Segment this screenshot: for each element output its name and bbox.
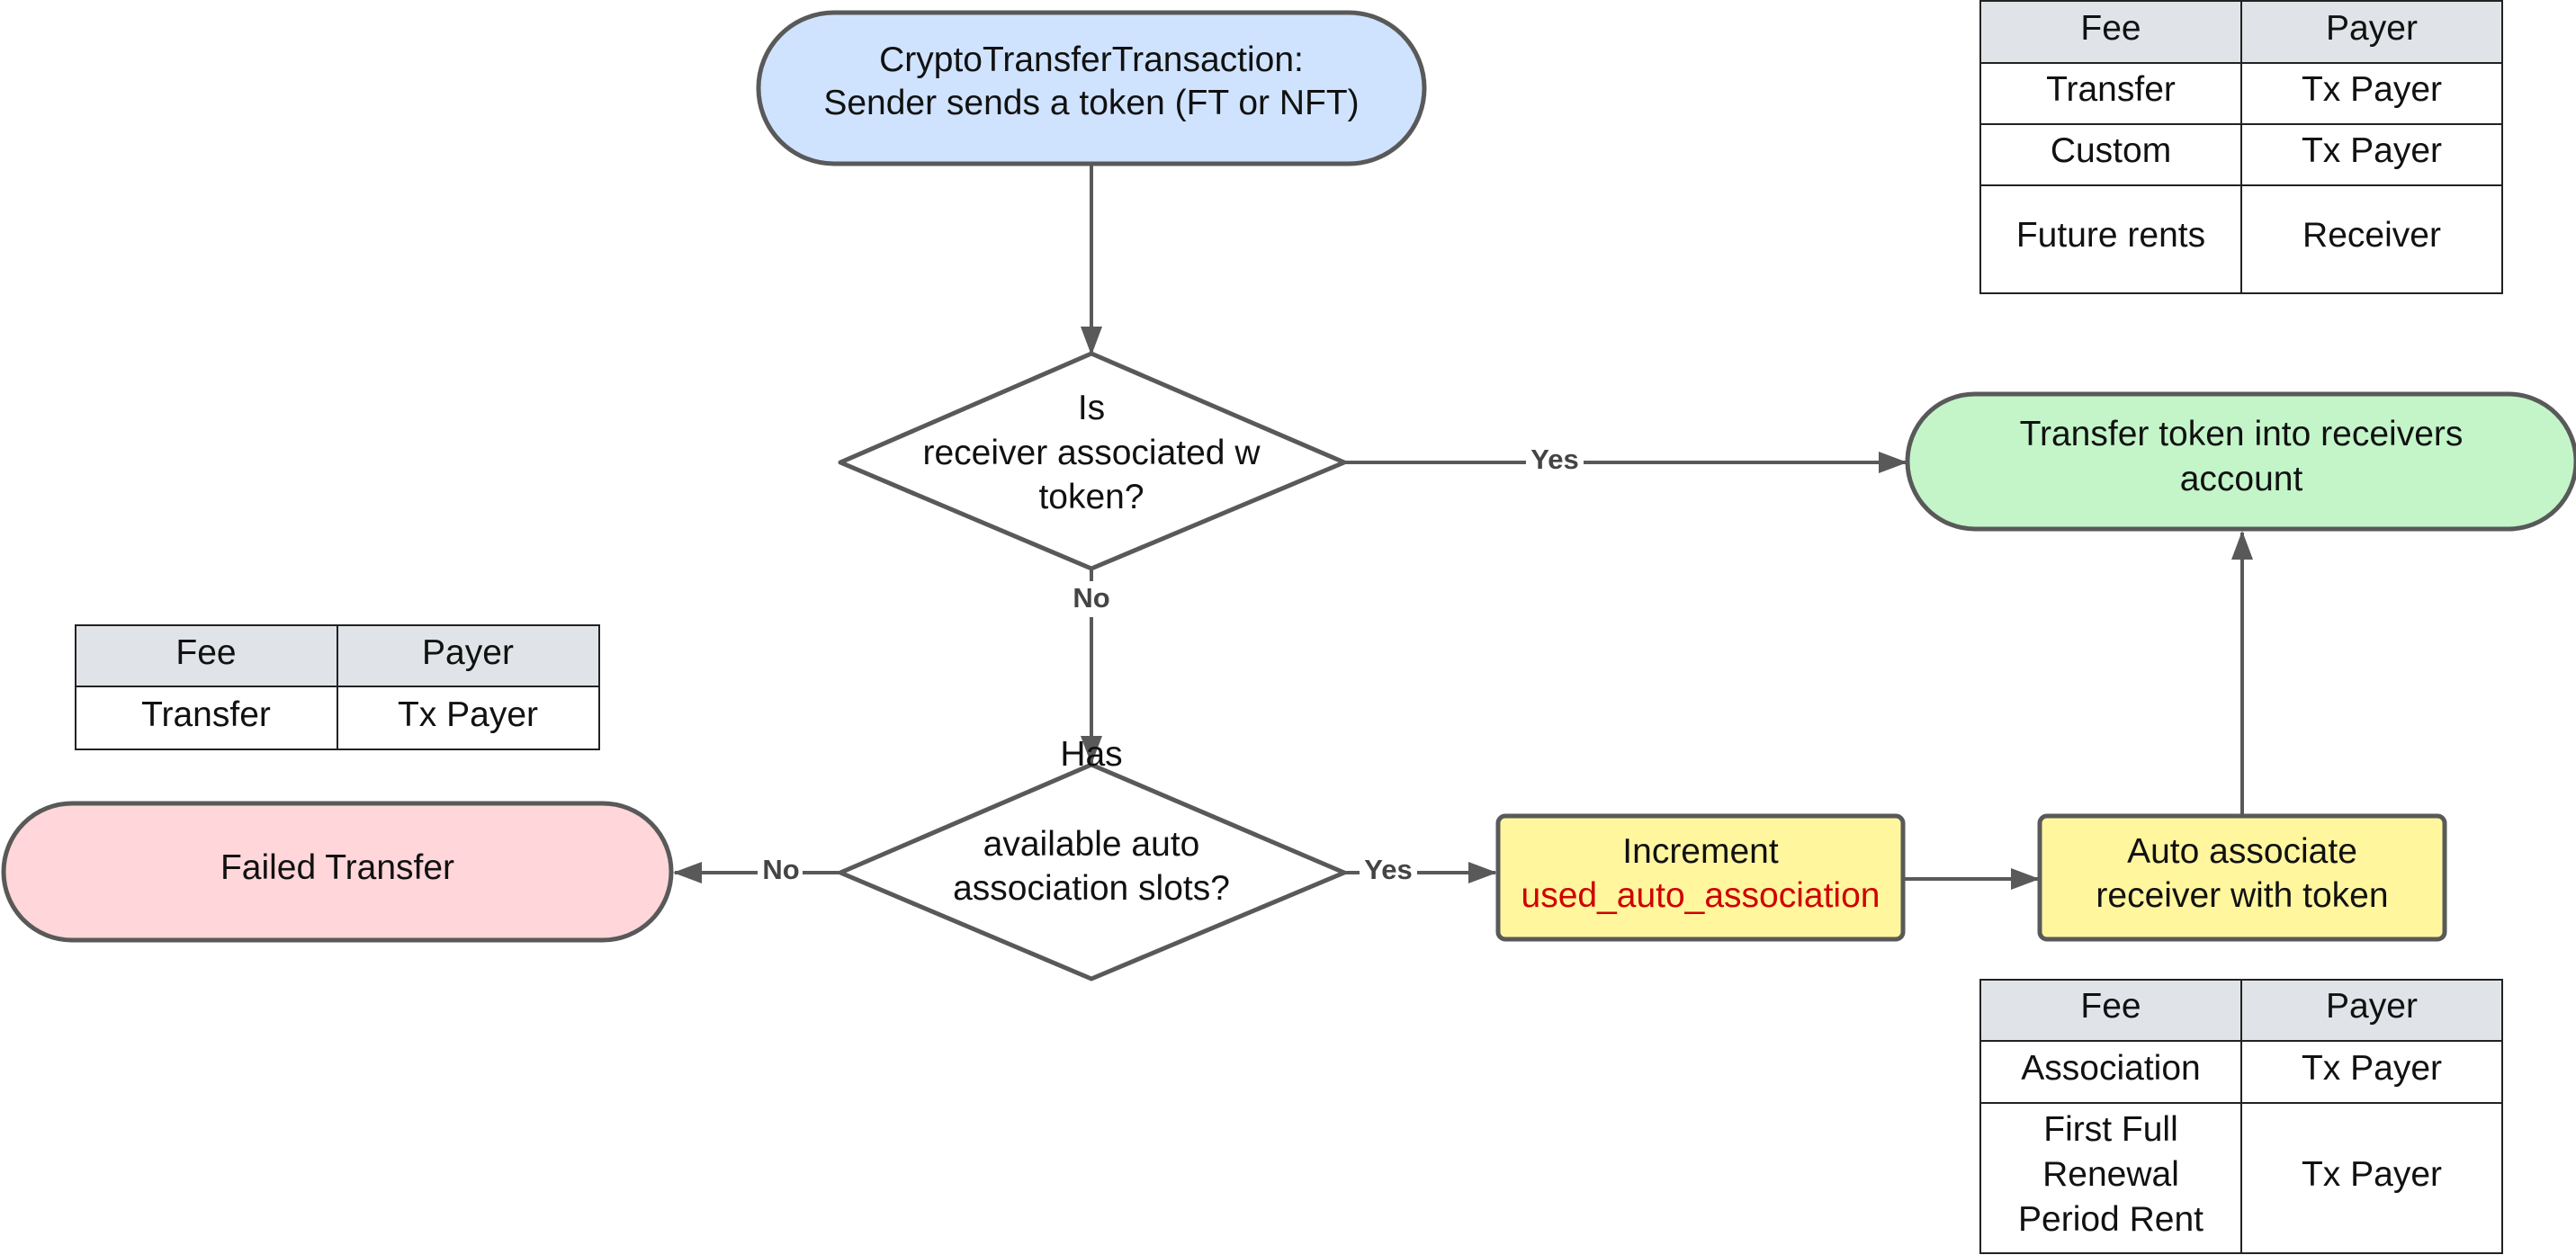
svg-text:No: No xyxy=(1073,582,1109,614)
svg-text:Has: Has xyxy=(1060,735,1122,774)
svg-text:available auto: available auto xyxy=(983,825,1200,864)
table-header: Fee xyxy=(2080,9,2141,48)
table-cell: Transfer xyxy=(2046,70,2176,109)
edge-label-associated-yes: Yes xyxy=(1526,443,1584,479)
success-node: Transfer token into receivers account xyxy=(1905,391,2576,532)
decision-available-slots: Has available auto association slots? xyxy=(838,735,1347,982)
table-cell: Tx Payer xyxy=(2302,1049,2442,1088)
svg-text:CryptoTransferTransaction:: CryptoTransferTransaction: xyxy=(879,40,1304,79)
table-header: Payer xyxy=(2326,987,2418,1026)
fee-table-left-text: Fee Payer Transfer Tx Payer xyxy=(141,633,538,734)
svg-text:token?: token? xyxy=(1038,478,1144,516)
edge-label-slots-no: No xyxy=(758,854,803,891)
svg-text:Sender sends a token (FT or NF: Sender sends a token (FT or NFT) xyxy=(823,84,1359,122)
table-cell: Transfer xyxy=(141,695,271,734)
table-cell: Tx Payer xyxy=(2302,1155,2442,1194)
table-header: Fee xyxy=(2080,987,2141,1026)
svg-text:used_auto_association: used_auto_association xyxy=(1521,876,1880,915)
svg-text:association slots?: association slots? xyxy=(953,869,1230,908)
fee-table-bottom-right-text: Fee Payer Association Tx Payer First Ful… xyxy=(2018,987,2442,1239)
table-cell: First Full xyxy=(2043,1110,2178,1149)
table-cell: Renewal xyxy=(2042,1155,2179,1194)
decision-receiver-associated: Is receiver associated w token? xyxy=(838,351,1347,571)
table-header: Payer xyxy=(2326,9,2418,48)
svg-text:Transfer token into receivers: Transfer token into receivers xyxy=(2020,415,2464,453)
table-cell: Future rents xyxy=(2016,216,2205,255)
fee-table-bottom-right xyxy=(1979,979,2503,1254)
svg-text:receiver with token: receiver with token xyxy=(2096,876,2388,915)
svg-text:Yes: Yes xyxy=(1364,854,1412,885)
svg-text:Increment: Increment xyxy=(1622,832,1779,871)
svg-text:Failed Transfer: Failed Transfer xyxy=(220,848,454,887)
edge-label-associated-no: No xyxy=(1069,581,1114,617)
table-cell: Tx Payer xyxy=(2302,131,2442,170)
failed-transfer-node: Failed Transfer xyxy=(1,801,674,943)
table-cell: Period Rent xyxy=(2018,1200,2204,1239)
svg-text:Auto associate: Auto associate xyxy=(2127,832,2357,871)
table-cell: Tx Payer xyxy=(2302,70,2442,109)
table-cell: Receiver xyxy=(2302,216,2441,255)
increment-process-node: Increment used_auto_association xyxy=(1495,813,1906,942)
fee-table-left xyxy=(75,624,600,750)
svg-text:No: No xyxy=(762,854,799,885)
edge-label-slots-yes: Yes xyxy=(1360,854,1417,891)
table-cell: Association xyxy=(2021,1049,2200,1088)
table-cell: Tx Payer xyxy=(398,695,538,734)
start-node: CryptoTransferTransaction: Sender sends … xyxy=(756,10,1427,166)
svg-text:receiver associated w: receiver associated w xyxy=(923,434,1261,472)
svg-text:account: account xyxy=(2180,460,2303,498)
fee-table-top-right xyxy=(1979,0,2503,294)
svg-text:Yes: Yes xyxy=(1530,444,1578,475)
auto-associate-process-node: Auto associate receiver with token xyxy=(2037,813,2447,942)
table-header: Payer xyxy=(422,633,514,672)
fee-table-top-right-text: Fee Payer Transfer Tx Payer Custom Tx Pa… xyxy=(2016,9,2442,255)
table-header: Fee xyxy=(175,633,236,672)
svg-text:Is: Is xyxy=(1078,389,1105,427)
table-cell: Custom xyxy=(2051,131,2171,170)
